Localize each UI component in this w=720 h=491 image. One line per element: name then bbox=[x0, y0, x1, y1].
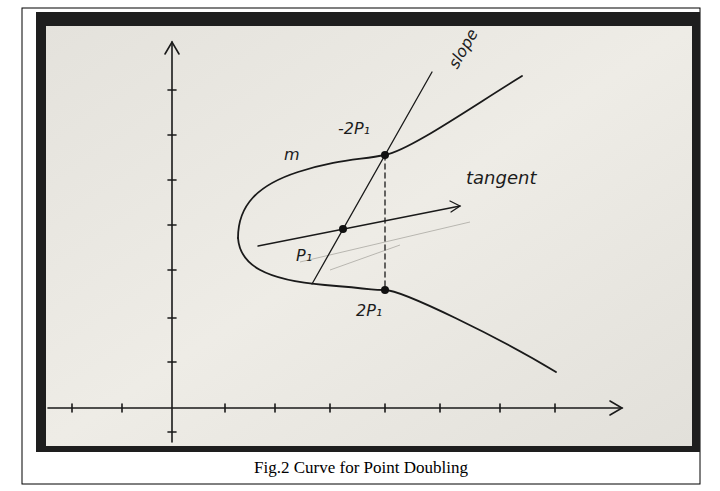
tangent-line bbox=[258, 206, 460, 246]
point-dot bbox=[381, 286, 389, 294]
curve-upper bbox=[238, 76, 522, 238]
curve bbox=[238, 76, 556, 372]
point-dot bbox=[339, 225, 347, 233]
x-axis bbox=[48, 407, 622, 409]
slope-line bbox=[312, 72, 432, 284]
lines bbox=[258, 72, 460, 290]
x-arrow bbox=[610, 401, 622, 415]
point-dot bbox=[381, 151, 389, 159]
y-axis bbox=[171, 42, 173, 442]
y-ticks bbox=[168, 90, 176, 432]
tangent-arrow bbox=[450, 201, 460, 212]
figure-caption: Fig.2 Curve for Point Doubling bbox=[22, 458, 700, 478]
reflection-line bbox=[384, 155, 385, 290]
axes bbox=[48, 42, 622, 442]
point-label: 2P₁ bbox=[356, 302, 382, 320]
point-label: m bbox=[284, 146, 300, 164]
x-ticks bbox=[72, 404, 555, 412]
curve-lower bbox=[238, 238, 556, 372]
photo-edge bbox=[36, 12, 700, 452]
points bbox=[339, 151, 389, 294]
point-label: -2P₁ bbox=[338, 120, 370, 138]
point-label: tangent bbox=[466, 168, 536, 188]
paper bbox=[46, 26, 692, 446]
y-arrow bbox=[165, 42, 179, 54]
point-label: P₁ bbox=[296, 247, 312, 265]
figure-frame bbox=[22, 8, 700, 484]
